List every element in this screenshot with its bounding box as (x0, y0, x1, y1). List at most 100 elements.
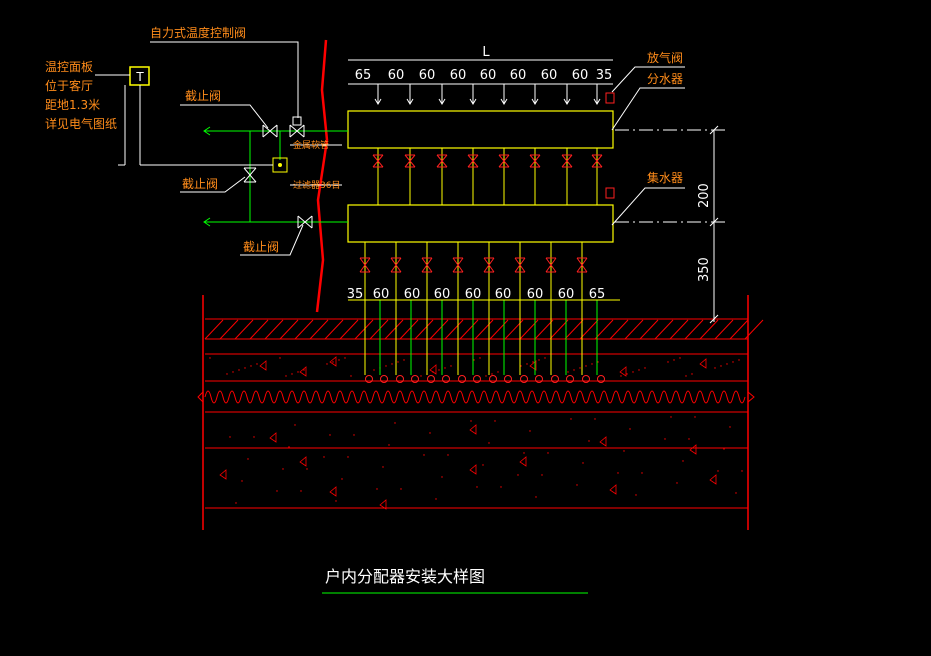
aggregate-triangle (519, 456, 527, 467)
aggregate-dot (644, 367, 646, 369)
supply-flow-arrow (203, 126, 211, 136)
aggregate-dot (547, 452, 549, 454)
hatch-line (489, 319, 509, 340)
aggregate-dot (250, 365, 252, 367)
supply-stop-valve (262, 124, 278, 138)
thermostat-symbol: T (135, 70, 144, 84)
aggregate-dot (479, 357, 481, 359)
connection-piping (203, 116, 348, 229)
wavy-break-left (197, 391, 204, 403)
label-panel-line3: 距地1.3米 (45, 98, 100, 112)
aggregate-dot (629, 428, 631, 430)
wall-break-line (315, 39, 329, 313)
aggregate-dot (732, 361, 734, 363)
top-spacing-label: 60 (388, 68, 405, 83)
aggregate-triangle (619, 366, 627, 377)
supply-branch-valve (561, 154, 573, 168)
label-thermostatic-valve: 自力式温度控制阀 (150, 25, 246, 40)
aggregate-dot (717, 470, 719, 472)
bottom-spacing-label: 60 (465, 287, 482, 302)
aggregate-dot (673, 359, 675, 361)
aggregate-dot (303, 369, 305, 371)
aggregate-dot (238, 369, 240, 371)
supply-manifold-body (347, 110, 614, 149)
aggregate-dot (494, 420, 496, 422)
aggregate-dot (726, 363, 728, 365)
stop-valve-2-leader (180, 176, 246, 193)
hatch-line (669, 319, 689, 340)
dim-overall-length: L (482, 45, 490, 60)
aggregate-dot (470, 420, 472, 422)
aggregate-dot (591, 363, 593, 365)
floor-hatch (204, 319, 764, 340)
label-panel-line1: 温控面板 (45, 60, 93, 74)
aggregate-dot (420, 375, 422, 377)
bottom-spacing-label: 60 (434, 287, 451, 302)
label-panel-line4: 详见电气图纸 (45, 116, 117, 131)
aggregate-dot (741, 470, 743, 472)
hatch-line (579, 319, 599, 340)
aggregate-dot (447, 454, 449, 456)
aggregate-triangle (219, 469, 227, 480)
dim-arrow (438, 98, 446, 105)
aggregate-dot (538, 359, 540, 361)
top-spacing-label: 60 (572, 68, 589, 83)
hatch-line (384, 319, 404, 340)
aggregate-dot (667, 361, 669, 363)
aggregate-dot (532, 361, 534, 363)
hatch-line (474, 319, 494, 340)
branch-pipes (359, 84, 605, 383)
aggregate-dot (523, 452, 525, 454)
aggregate-dot (285, 375, 287, 377)
aggregate-dot (385, 365, 387, 367)
wavy-break-right (747, 391, 755, 403)
hatch-line (459, 319, 479, 340)
thermostat-panel: T (95, 66, 273, 166)
aggregate-triangle (299, 366, 307, 377)
aggregate-dot (347, 456, 349, 458)
aggregate-dot (664, 438, 666, 440)
top-spacing-label: 60 (480, 68, 497, 83)
hatch-line (369, 319, 389, 340)
aggregate-dot (582, 462, 584, 464)
label-metal-hose: 金属软管 (293, 139, 329, 151)
return-branch-valve (390, 257, 402, 273)
aggregate-dot (632, 371, 634, 373)
leader-lines (150, 41, 685, 256)
aggregate-dot (373, 369, 375, 371)
pipe-section-circle (411, 375, 419, 383)
hatch-line (654, 319, 674, 340)
return-branch-valve (359, 257, 371, 273)
aggregate-dot (576, 484, 578, 486)
aggregate-triangle (329, 356, 337, 367)
stop-valve-3-leader (240, 224, 304, 256)
bottom-spacing-label: 65 (589, 287, 606, 302)
aggregate-dot (738, 359, 740, 361)
hatch-line (639, 319, 659, 340)
aggregate-dot (597, 361, 599, 363)
aggregate-dot (435, 498, 437, 500)
aggregate-dot (241, 480, 243, 482)
aggregate-dot (520, 365, 522, 367)
aggregate-dot (344, 357, 346, 359)
aggregate-dot (288, 446, 290, 448)
aggregate-dot (491, 373, 493, 375)
supply-manifold-leader (611, 87, 685, 131)
aggregate-triangle (469, 424, 477, 435)
hatch-line (699, 319, 719, 340)
thermo-valve-leader (150, 41, 299, 118)
hatch-line (444, 319, 464, 340)
aggregate-dot (323, 456, 325, 458)
aggregate-triangle (259, 360, 267, 371)
aggregate-dot (570, 418, 572, 420)
wavy-insulation-layer (197, 390, 755, 404)
bypass-stop-valve (243, 167, 257, 183)
aggregate-dot (714, 367, 716, 369)
pipe-section-circle (535, 375, 543, 383)
pipe-section-circle (458, 375, 466, 383)
label-air-vent: 放气阀 (647, 50, 683, 65)
aggregate-dot (485, 375, 487, 377)
aggregate-dot (306, 468, 308, 470)
aggregate-dot (473, 359, 475, 361)
